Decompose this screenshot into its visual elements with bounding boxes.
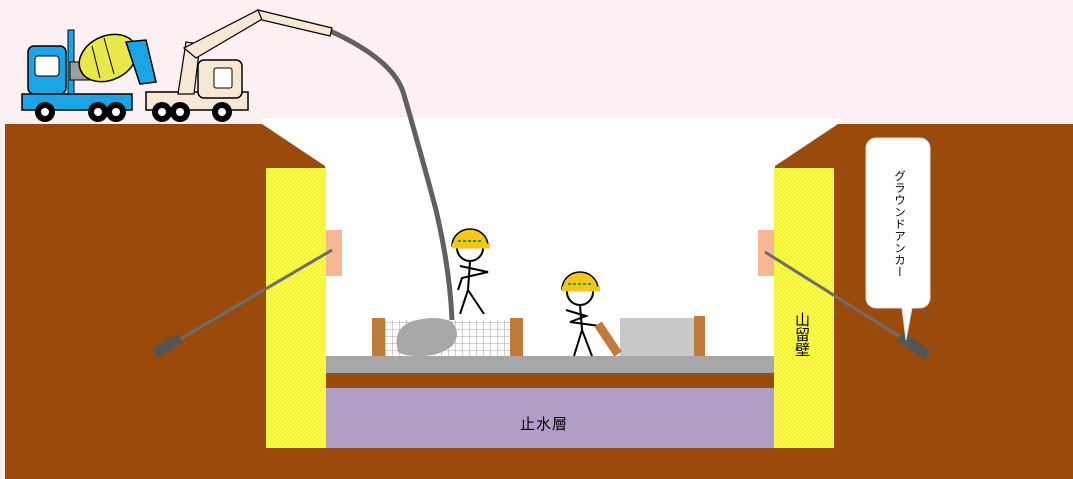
ground-anchor-icon [152,248,333,358]
soil-left [5,124,325,479]
worker-icon [561,271,601,357]
soil-under-slab [326,373,775,388]
concrete-mixer-truck-icon [21,29,157,122]
water-stop-layer-label: 止水層 [520,415,569,433]
water-stop-layer [326,388,775,448]
retaining-wall-left [266,168,326,448]
concrete-slab [326,356,775,373]
soil-bottom [262,448,842,479]
poured-concrete [396,318,457,356]
retaining-wall-label: 山留壁 [793,312,811,357]
concrete-pump-truck-icon [145,9,333,122]
ground-anchor-callout [865,137,931,341]
retaining-wall-right [774,168,834,448]
pump-hose [326,27,455,321]
vibrator-tool [594,321,622,357]
ground-anchor-label: グラウンドアンカー [893,170,907,278]
ground-anchor-icon [764,250,931,360]
anchor-plate-left [326,230,342,276]
worker-icon [451,228,490,315]
formwork-right [620,316,705,356]
